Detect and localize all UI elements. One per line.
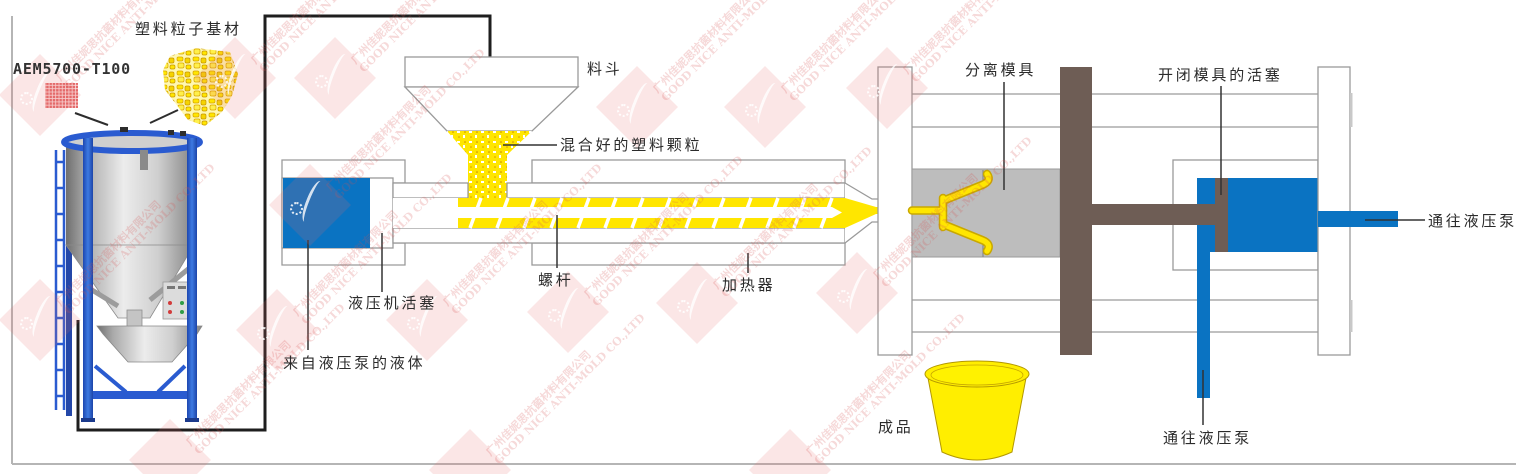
screw (458, 197, 914, 229)
hydraulic-line-right (1318, 211, 1398, 227)
label-pump-fluid: 来自液压泵的液体 (283, 354, 426, 372)
clamp-piston-rod (1092, 204, 1218, 225)
molded-part-section (907, 169, 993, 256)
additive-grid-icon (45, 83, 78, 108)
vertical-mixer-machine (54, 127, 203, 422)
hopper (403, 56, 580, 198)
hydraulic-line-down (1197, 252, 1210, 398)
mixed-granules-fill (447, 131, 532, 198)
label-finished-product: 成品 (878, 418, 914, 436)
label-to-pump-bottom: 通往液压泵 (1163, 429, 1253, 447)
finished-bucket-icon (924, 360, 1030, 461)
control-box (162, 281, 191, 320)
label-additive-code: AEM5700-T100 (13, 60, 131, 78)
label-mixed-granules: 混合好的塑料颗粒 (560, 136, 703, 154)
leader-lines (307, 82, 1425, 425)
heater-bottom (531, 242, 846, 266)
fixed-platen (877, 66, 913, 356)
mixer-input-arrows (74, 109, 179, 126)
ladder-icon (54, 150, 66, 410)
piston-rod (393, 198, 458, 228)
label-base-material: 塑料粒子基材 (135, 20, 242, 38)
label-hopper: 料斗 (587, 60, 623, 78)
moving-platen (1060, 67, 1092, 355)
granules-pile-icon (163, 48, 238, 126)
tie-bars (912, 93, 1318, 333)
hydraulic-fluid (283, 178, 370, 248)
label-screw: 螺杆 (538, 271, 574, 289)
clamp-piston-head (1215, 178, 1228, 252)
heater-top (531, 159, 846, 184)
label-to-pump-right: 通往液压泵 (1428, 212, 1518, 230)
label-heater: 加热器 (722, 276, 776, 294)
picture-frame (11, 16, 1516, 465)
feed-conveyor-line (76, 14, 492, 432)
label-hydraulic-piston: 液压机活塞 (348, 294, 438, 312)
label-clamp-piston: 开闭模具的活塞 (1158, 66, 1283, 84)
label-split-mold: 分离模具 (965, 61, 1037, 79)
